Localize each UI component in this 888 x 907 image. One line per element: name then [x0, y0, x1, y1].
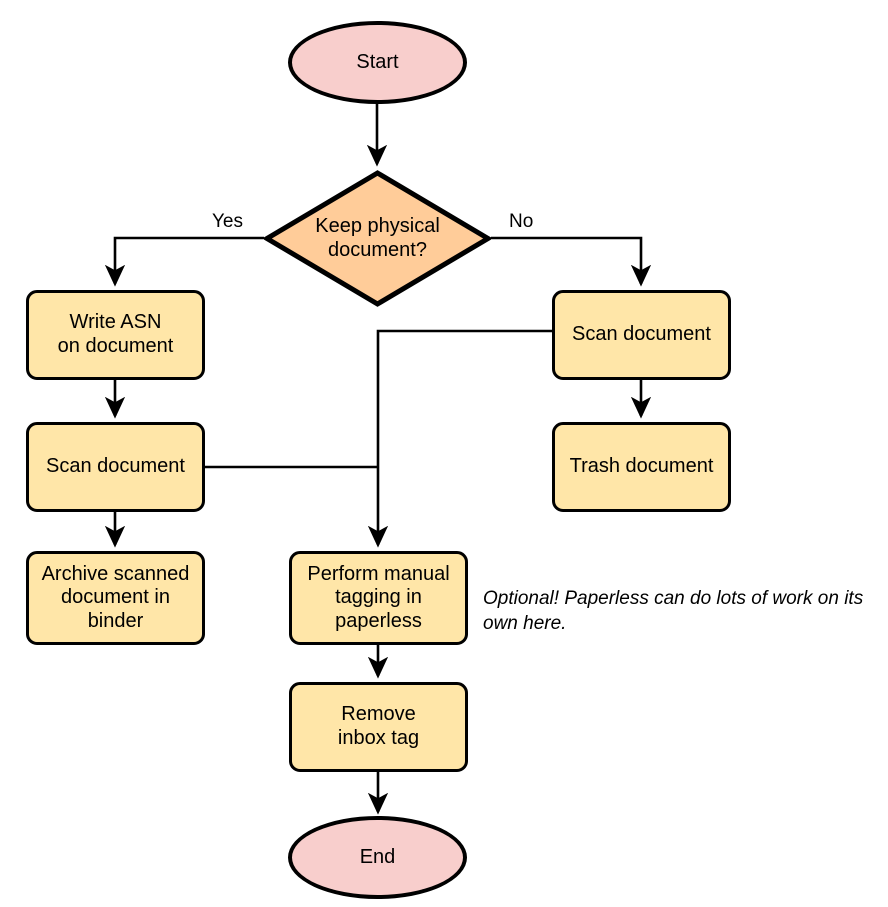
node-end[interactable]: End — [288, 816, 467, 899]
edge-label-yes: Yes — [212, 211, 243, 232]
node-decision-label: Keep physical document? — [315, 214, 440, 261]
node-archive-scanned-document[interactable]: Archive scanned document in binder — [26, 551, 205, 645]
annotation-optional-note: Optional! Paperless can do lots of work … — [483, 588, 864, 635]
node-archive-label: Archive scanned document in binder — [41, 562, 190, 632]
node-remove-inbox-tag-label: Remove inbox tag — [337, 703, 420, 749]
diamond-shape — [264, 170, 491, 307]
node-scan-document-left-label: Scan document — [46, 455, 185, 478]
node-perform-manual-tagging-label: Perform manual tagging in paperless — [307, 562, 450, 632]
node-decision-keep-physical-document[interactable]: Keep physical document? — [264, 170, 491, 307]
node-scan-document-right[interactable]: Scan document — [552, 290, 731, 380]
node-write-asn-on-document[interactable]: Write ASN on document — [26, 290, 205, 380]
node-end-label: End — [359, 845, 396, 868]
node-write-asn-label: Write ASN on document — [57, 311, 174, 357]
edge-scan-right-to-tagging — [367, 329, 552, 548]
edge-label-no: No — [509, 211, 534, 232]
node-start-label: Start — [356, 50, 399, 73]
node-start[interactable]: Start — [288, 21, 467, 104]
node-scan-document-left[interactable]: Scan document — [26, 422, 205, 512]
node-trash-document[interactable]: Trash document — [552, 422, 731, 512]
node-remove-inbox-tag[interactable]: Remove inbox tag — [289, 682, 468, 772]
edge-decision-no-to-scan-right — [491, 236, 652, 287]
node-scan-document-right-label: Scan document — [572, 323, 711, 346]
edge-decision-yes-to-write-asn — [104, 236, 264, 287]
node-perform-manual-tagging[interactable]: Perform manual tagging in paperless — [289, 551, 468, 645]
node-trash-document-label: Trash document — [569, 455, 714, 478]
